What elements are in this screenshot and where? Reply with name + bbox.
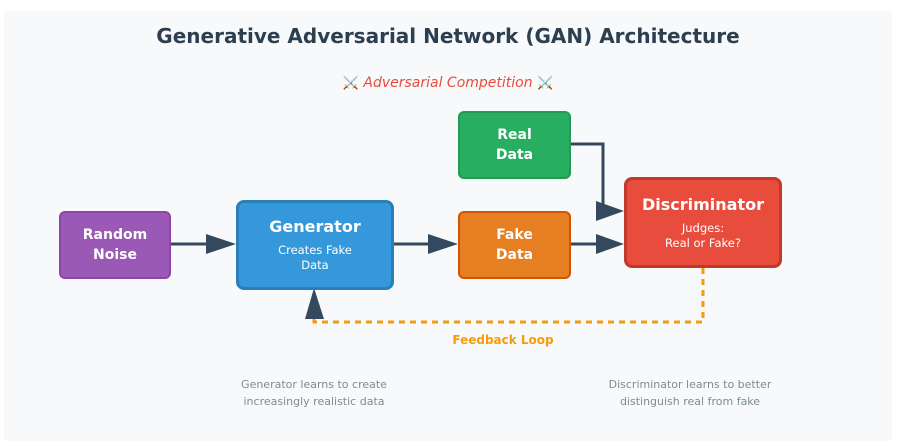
edge-feedback-loop <box>305 268 705 324</box>
edge-noise-to-generator <box>171 234 236 254</box>
feedback-loop-label: Feedback Loop <box>452 333 554 347</box>
node-real-data: Real Data <box>458 111 571 179</box>
generator-note: Generator learns to create increasingly … <box>241 378 387 408</box>
discriminator-note: Discriminator learns to better distingui… <box>608 378 772 408</box>
arrowhead-icon <box>428 234 458 254</box>
node-description: Creates Fake Data <box>278 243 352 272</box>
subtitle-text: Adversarial Competition <box>363 75 533 91</box>
node-label: Real Data <box>495 127 534 163</box>
node-label: Fake Data <box>495 227 534 263</box>
node-random-noise: Random Noise <box>59 211 171 279</box>
arrowhead-icon <box>206 234 236 254</box>
node-label: Random Noise <box>82 227 148 263</box>
crossed-swords-icon: ⚔️ <box>342 76 359 91</box>
edge-fake-data-to-discriminator <box>571 234 624 254</box>
node-discriminator: Discriminator Judges: Real or Fake? <box>624 177 782 268</box>
node-label: Generator <box>269 217 361 236</box>
subtitle: ⚔️ Adversarial Competition ⚔️ <box>0 75 896 91</box>
edge-generator-to-fake-data <box>394 234 458 254</box>
edge-real-data-to-discriminator <box>571 142 624 221</box>
node-description: Judges: Real or Fake? <box>665 220 741 250</box>
node-fake-data: Fake Data <box>458 211 571 279</box>
arrowhead-icon <box>596 234 624 254</box>
node-generator: Generator Creates Fake Data <box>236 200 394 290</box>
crossed-swords-icon: ⚔️ <box>537 76 554 91</box>
node-label: Discriminator <box>641 194 765 214</box>
arrowhead-icon <box>305 288 324 319</box>
diagram-title: Generative Adversarial Network (GAN) Arc… <box>156 24 740 48</box>
arrowhead-icon <box>596 201 624 221</box>
